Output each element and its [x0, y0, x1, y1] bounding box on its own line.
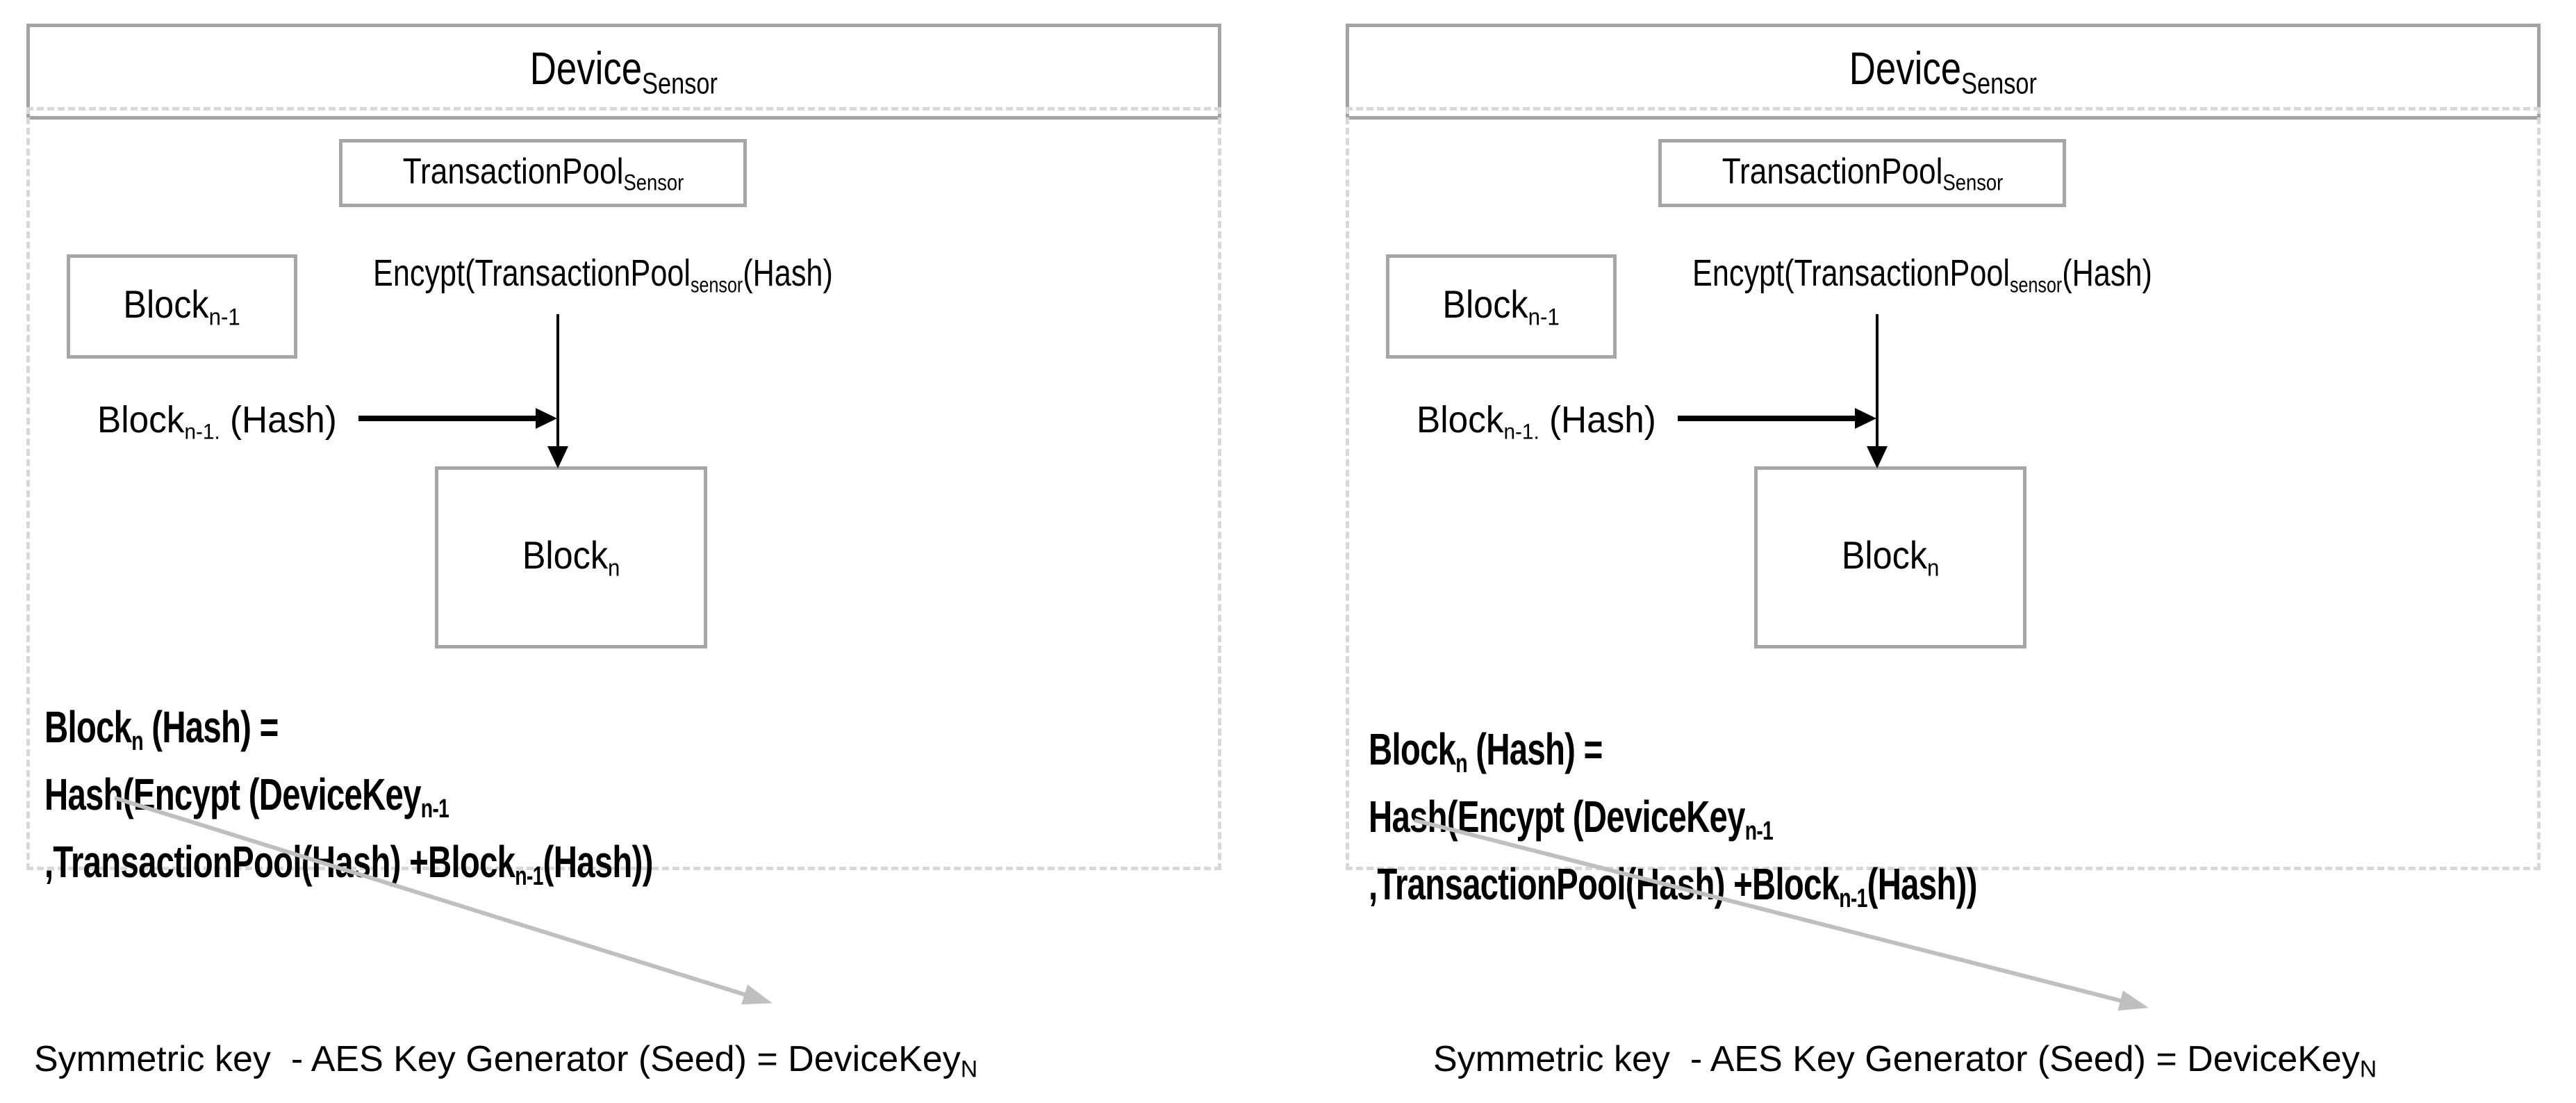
formula-line-1: Blockn (Hash) =: [1369, 723, 2236, 790]
device-label-base: Device: [1849, 42, 1962, 95]
prev-hash-part1: Block: [1417, 399, 1504, 441]
block-n-box: Blockn: [1754, 466, 2026, 648]
formula-l2-part1: Hash(Encypt (DeviceKey: [1369, 791, 1745, 842]
device-label: DeviceSensor: [530, 42, 718, 101]
encrypt-pool-hash-label: Encypt(TransactionPoolsensor(Hash): [1692, 253, 2152, 305]
formula-l2-sub1: n-1: [420, 793, 449, 824]
transaction-pool-box: TransactionPoolSensor: [339, 139, 747, 207]
block-hash-formula: Blockn (Hash) = Hash(Encypt (DeviceKeyn-…: [44, 701, 916, 902]
formula-line-2: Hash(Encypt (DeviceKeyn-1,TransactionPoo…: [44, 768, 916, 903]
transaction-pool-label-base: TransactionPool: [1722, 151, 1942, 192]
symmetric-key-text: Symmetric key - AES Key Generator (Seed)…: [1433, 1039, 2360, 1079]
block-n-label-base: Block: [1841, 533, 1927, 578]
device-label-sub: Sensor: [642, 67, 718, 101]
encrypt-label-part1: Encypt(TransactionPool: [1692, 252, 2011, 294]
symmetric-key-caption: Symmetric key - AES Key Generator (Seed)…: [1433, 1037, 2377, 1091]
formula-l2-part3: (Hash)): [543, 836, 654, 887]
formula-line-1: Blockn (Hash) =: [44, 701, 916, 768]
formula-l1-part1: Block: [1369, 724, 1456, 774]
prev-hash-part2: (Hash): [220, 399, 337, 441]
encrypt-label-part2: (Hash): [743, 252, 833, 294]
prev-hash-part1: Block: [97, 399, 185, 441]
transaction-pool-label-sub: Sensor: [622, 170, 684, 195]
device-label-base: Device: [529, 42, 643, 95]
block-n-box: Blockn: [435, 466, 707, 648]
formula-l1-sub: n: [1455, 748, 1467, 778]
block-prev-label-base: Block: [1442, 282, 1529, 327]
formula-l1-part1: Block: [44, 702, 132, 752]
transaction-pool-box: TransactionPoolSensor: [1658, 139, 2066, 207]
block-hash-formula: Blockn (Hash) = Hash(Encypt (DeviceKeyn-…: [1369, 723, 2236, 924]
formula-l1-part2: (Hash) =: [1467, 724, 1603, 774]
formula-l2-sub2: n-1: [515, 860, 543, 891]
block-prev-label-base: Block: [123, 282, 210, 327]
prev-block-hash-label: Blockn-1. (Hash): [97, 399, 337, 452]
block-n-label-sub: n: [1926, 555, 1940, 582]
encrypt-label-sub: sensor: [2010, 272, 2063, 297]
encrypt-label-part1: Encypt(TransactionPool: [373, 252, 691, 294]
encrypt-label-sub: sensor: [691, 272, 743, 297]
block-prev-box: Blockn-1: [67, 254, 297, 359]
symmetric-key-caption: Symmetric key - AES Key Generator (Seed)…: [34, 1037, 977, 1091]
formula-line-2: Hash(Encypt (DeviceKeyn-1,TransactionPoo…: [1369, 790, 2236, 925]
formula-l2-part2: ,TransactionPool(Hash) +Block: [1369, 858, 1840, 909]
device-panel-right: DeviceSensor TransactionPoolSensor Block…: [1346, 0, 2541, 1103]
prev-hash-sub: n-1.: [1503, 419, 1539, 444]
formula-l2-sub1: n-1: [1744, 815, 1774, 846]
formula-l2-sub2: n-1: [1839, 883, 1867, 913]
transaction-pool-label-sub: Sensor: [1942, 170, 2003, 195]
prev-hash-part2: (Hash): [1539, 399, 1656, 441]
device-header-box: DeviceSensor: [26, 24, 1221, 120]
encrypt-label-part2: (Hash): [2062, 252, 2152, 294]
symmetric-key-sub: N: [2359, 1056, 2377, 1083]
transaction-pool-label: TransactionPoolSensor: [1722, 151, 2003, 196]
block-n-label: Blockn: [522, 532, 620, 582]
formula-l2-part3: (Hash)): [1867, 858, 1978, 909]
device-label: DeviceSensor: [1849, 42, 2037, 101]
block-n-label: Blockn: [1842, 532, 1940, 582]
transaction-pool-label: TransactionPoolSensor: [402, 151, 684, 196]
block-n-label-base: Block: [522, 533, 608, 578]
formula-l1-sub: n: [131, 726, 143, 756]
formula-l2-part2: ,TransactionPool(Hash) +Block: [44, 836, 515, 887]
block-prev-label-sub: n-1: [1528, 304, 1560, 331]
encrypt-pool-hash-label: Encypt(TransactionPoolsensor(Hash): [373, 253, 833, 305]
device-header-box: DeviceSensor: [1346, 24, 2541, 120]
symmetric-key-text: Symmetric key - AES Key Generator (Seed)…: [34, 1039, 961, 1079]
block-prev-label: Blockn-1: [124, 281, 240, 331]
block-prev-box: Blockn-1: [1386, 254, 1617, 359]
transaction-pool-label-base: TransactionPool: [402, 151, 623, 192]
block-prev-label-sub: n-1: [209, 304, 241, 331]
prev-block-hash-label: Blockn-1. (Hash): [1417, 399, 1656, 452]
symmetric-key-sub: N: [960, 1056, 978, 1083]
prev-hash-sub: n-1.: [184, 419, 220, 444]
formula-l1-part2: (Hash) =: [142, 702, 279, 752]
block-prev-label: Blockn-1: [1443, 281, 1560, 331]
formula-l2-part1: Hash(Encypt (DeviceKey: [44, 769, 421, 819]
device-label-sub: Sensor: [1961, 67, 2038, 101]
block-n-label-sub: n: [607, 555, 620, 582]
device-panel-left: DeviceSensor TransactionPoolSensor Block…: [26, 0, 1221, 1103]
